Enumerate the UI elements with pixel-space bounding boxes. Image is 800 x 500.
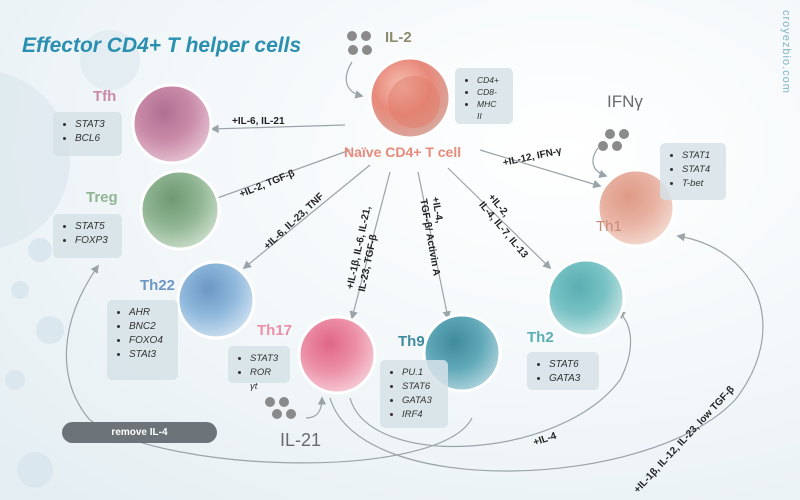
th22-cell — [176, 260, 256, 340]
ifng-label: IFNγ — [607, 92, 643, 111]
arrow-ifng-curve — [592, 147, 608, 178]
arrow-il4-th2 — [349, 311, 632, 448]
ifng-dots-icon — [598, 129, 629, 151]
arrow-treg — [210, 149, 351, 202]
remove-il4-pill: remove IL-4 — [62, 422, 217, 443]
arrow-th1 — [479, 149, 602, 189]
arrow-th17 — [349, 171, 391, 320]
th2-marker: STAT6 — [549, 358, 589, 372]
th17-marker: ROR γt — [250, 366, 280, 394]
naive-markers-box: CD4+ CD8- MHC II — [455, 68, 513, 124]
th17-marker: STAT3 — [250, 352, 280, 366]
th1-marker: STAT1 — [682, 149, 716, 163]
il21-dots-icon — [265, 397, 296, 419]
th17-cell — [297, 315, 377, 395]
arrow-th2 — [447, 167, 552, 270]
th1-marker: STAT4 — [682, 163, 716, 177]
th1-cell — [596, 168, 676, 248]
arrow-label-tfh: +IL-6, IL-21 — [232, 116, 285, 127]
il2-label: IL-2 — [385, 29, 412, 46]
naive-cell-label: Naïve CD4+ T cell — [344, 144, 462, 160]
arrow-il2-curve — [345, 61, 364, 99]
th1-markers-box: STAT1 STAT4 T-bet — [660, 143, 726, 200]
arrow-il21-curve — [305, 396, 327, 419]
tfh-cell — [131, 83, 213, 165]
th22-label: Th22 — [140, 277, 176, 294]
arrow-th9 — [417, 171, 451, 320]
treg-marker: FOXP3 — [75, 234, 112, 248]
th9-label: Th9 — [398, 333, 425, 350]
page-title: Effector CD4+ T helper cells — [22, 34, 302, 57]
brand-watermark: croyezbio.com — [780, 10, 792, 94]
th1-marker: T-bet — [682, 177, 716, 191]
treg-label: Treg — [86, 189, 118, 206]
cells — [131, 56, 676, 395]
th22-marker: AHR — [129, 306, 168, 320]
background-bubbles — [0, 30, 140, 488]
th9-marker: PU.1 — [402, 366, 438, 380]
th22-marker: STAt3 — [129, 348, 168, 362]
naive-cell-nucleus — [388, 76, 440, 128]
th2-markers-box: STAT6 GATA3 — [527, 352, 599, 390]
th9-marker: IRF4 — [402, 408, 438, 422]
th22-marker: FOXO4 — [129, 334, 168, 348]
th22-markers-box: AHR BNC2 FOXO4 STAt3 — [107, 300, 178, 380]
arrow-th22 — [242, 164, 371, 270]
tfh-label: Tfh — [93, 88, 117, 105]
th1-label: Th1 — [596, 218, 622, 235]
th9-marker: GATA3 — [402, 394, 438, 408]
th22-marker: BNC2 — [129, 320, 168, 334]
th2-marker: GATA3 — [549, 372, 589, 386]
th2-label: Th2 — [527, 329, 554, 346]
treg-marker: STAT5 — [75, 220, 112, 234]
cytokine-dots — [265, 31, 629, 419]
th17-markers-box: STAT3 ROR γt — [228, 346, 290, 392]
il21-label: IL-21 — [280, 430, 322, 450]
tfh-marker: BCL6 — [75, 132, 112, 146]
tfh-markers-box: STAT3 BCL6 — [53, 112, 122, 156]
th17-label: Th17 — [257, 322, 293, 339]
naive-marker: MHC II — [477, 98, 503, 122]
th9-marker: STAT6 — [402, 380, 438, 394]
tfh-marker: STAT3 — [75, 118, 112, 132]
th2-cell — [546, 258, 626, 338]
th9-markers-box: PU.1 STAT6 GATA3 IRF4 — [380, 360, 448, 428]
naive-marker: CD4+ — [477, 74, 503, 86]
treg-cell — [139, 169, 221, 251]
arrow-tfh — [210, 124, 346, 133]
naive-marker: CD8- — [477, 86, 503, 98]
treg-markers-box: STAT5 FOXP3 — [53, 214, 122, 258]
arrows — [65, 61, 764, 472]
il2-dots-icon — [347, 31, 372, 55]
arrow-th17-th1 — [329, 232, 764, 472]
